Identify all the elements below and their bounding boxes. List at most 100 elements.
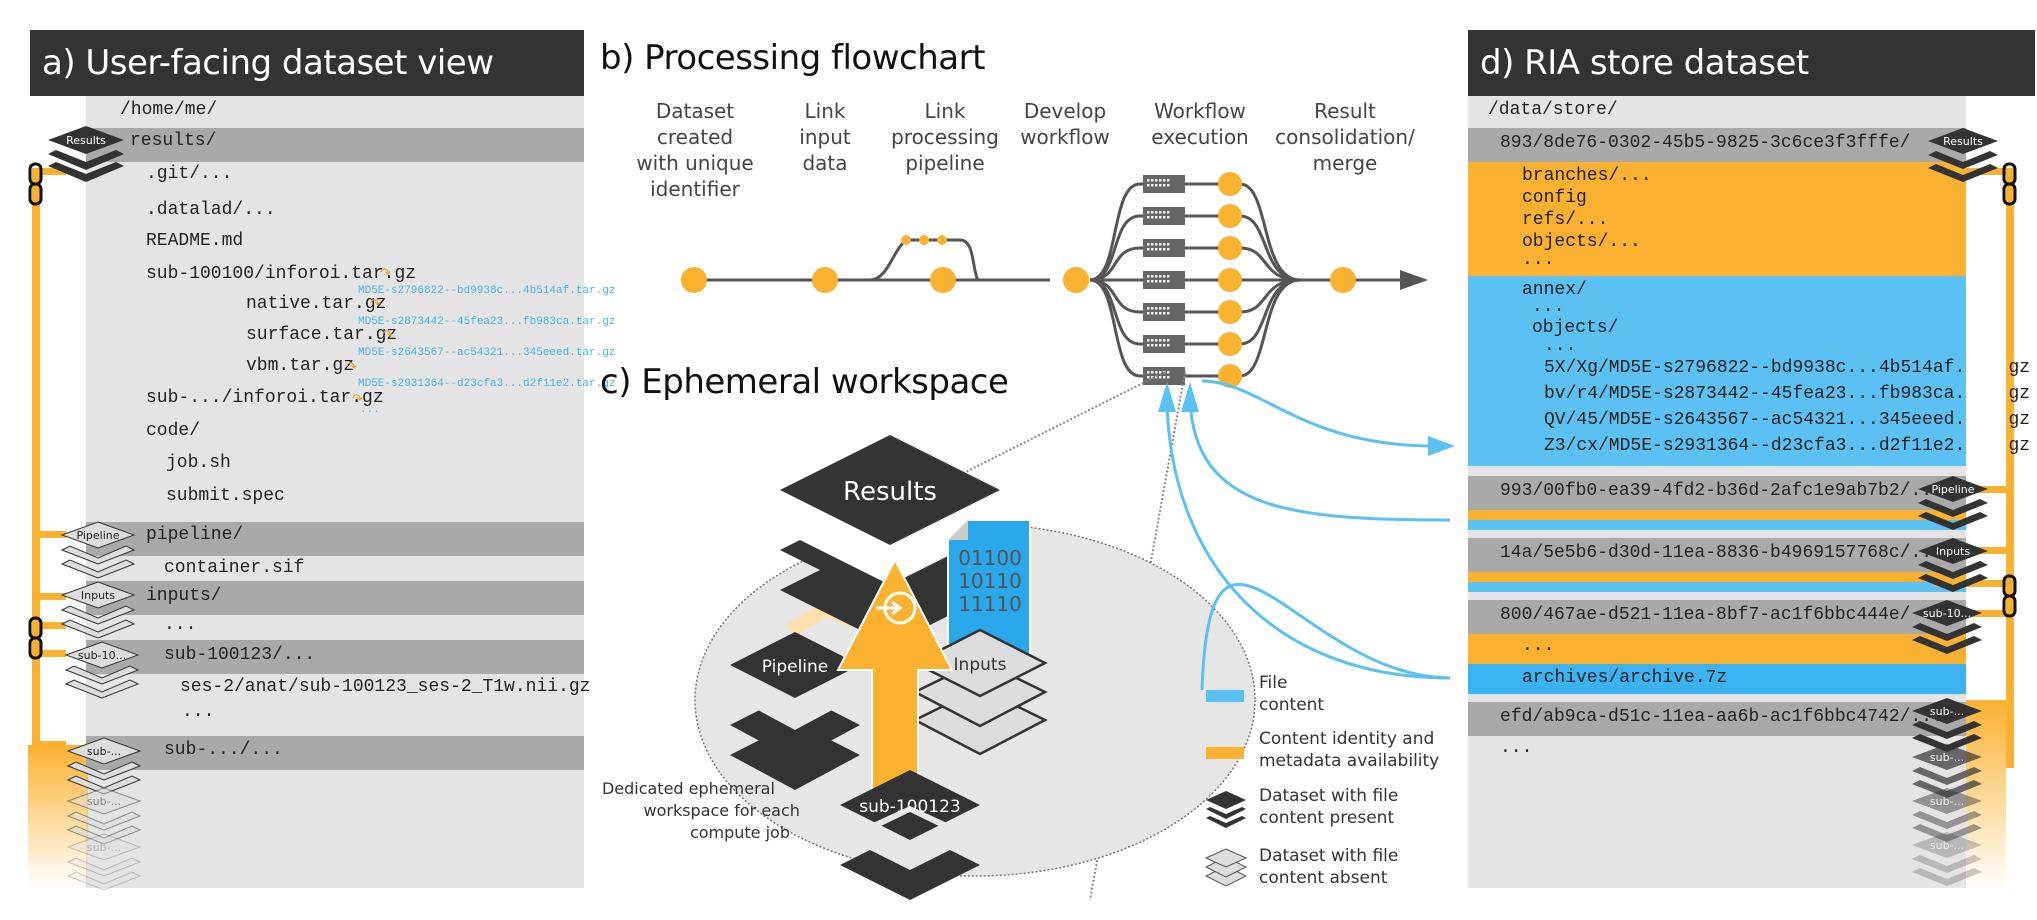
ds3-path[interactable]: 14a/5e5b6-d30d-11ea-8836-b4969157768c/..…: [1500, 543, 1943, 563]
sub-more-dataset-icon: sub-...: [1912, 698, 1982, 752]
server-led: [1147, 275, 1150, 278]
sub-more-dataset-icon: sub-...: [66, 737, 142, 795]
develop-commit: [901, 235, 911, 245]
server-led: [1163, 307, 1166, 310]
pipeline-dir[interactable]: pipeline/: [146, 525, 244, 545]
badge-sub-label: sub-10...: [1923, 607, 1971, 620]
workspace-caption: Dedicated ephemeral workspace for each c…: [602, 779, 805, 842]
entry-datalad[interactable]: .datalad/...: [146, 200, 276, 220]
ds1-path[interactable]: 893/8de76-0302-45b5-9825-3c6ce3f3fffe/: [1500, 133, 1911, 153]
server-led: [1167, 371, 1170, 374]
link-branch: [36, 593, 66, 600]
server-led: [1163, 184, 1166, 187]
sub-stack-icon: sub-100123: [840, 770, 980, 900]
server-led: [1147, 211, 1150, 214]
server-led: [1151, 280, 1154, 283]
server-led: [1163, 211, 1166, 214]
binary-line: 01100: [958, 546, 1022, 570]
server-led: [1163, 275, 1166, 278]
entry-code[interactable]: code/: [146, 421, 201, 441]
flow-branch: [869, 238, 980, 282]
annex-objects[interactable]: objects/: [1532, 318, 1619, 338]
annex-objects-dots: ...: [1544, 336, 1577, 356]
arrow-head-icon: [1181, 382, 1199, 412]
server-led: [1163, 339, 1166, 342]
inputs-dir[interactable]: inputs/: [146, 586, 222, 606]
ds4-path[interactable]: 800/467ae-d521-11ea-8bf7-ac1f6bbc444e/: [1500, 605, 1911, 625]
container-file[interactable]: container.sif: [164, 558, 305, 578]
pipeline-dataset-icon: Pipeline: [1918, 476, 1988, 530]
sub-dir[interactable]: sub-100123/...: [164, 645, 316, 665]
ds4-meta-band: [1468, 634, 1966, 664]
badge-sub-more-label: sub-...: [1930, 839, 1964, 852]
server-led: [1147, 179, 1150, 182]
entry-surface[interactable]: surface.tar.gz: [246, 325, 398, 345]
ds1-meta[interactable]: refs/...: [1522, 210, 1609, 230]
entry-sub100100[interactable]: sub-100100/inforoi.tar.gz: [146, 264, 417, 284]
annex-file[interactable]: 5X/Xg/MD5E-s2796822--bd9938c...4b514af.t…: [1544, 358, 2031, 378]
server-led: [1147, 248, 1150, 251]
server-led: [1155, 243, 1158, 246]
entry-native[interactable]: native.tar.gz: [246, 294, 387, 314]
sub-file[interactable]: ses-2/anat/sub-100123_ses-2_T1w.nii.gz: [180, 677, 591, 697]
server-led: [1159, 307, 1162, 310]
tail-dots: ...: [1500, 738, 1533, 758]
server-led: [1151, 211, 1154, 214]
symlink-icon: ↷: [352, 392, 363, 407]
legend-label: Content identity and metadata availabili…: [1259, 729, 1440, 771]
annex-key: MD5E-s2643567--ac54321...345eeed.tar.gz: [358, 347, 616, 359]
server-led: [1147, 243, 1150, 246]
inputs-stack-icon: Inputs: [912, 628, 1048, 756]
server-led: [1155, 216, 1158, 219]
ds4-band: [1468, 600, 1966, 634]
ds2-path[interactable]: 993/00fb0-ea39-4fd2-b36d-2afc1e9ab7b2/..…: [1500, 481, 1943, 501]
badge-results-label: Results: [1943, 135, 1983, 148]
input-arrow: [1200, 582, 1451, 691]
entry-readme[interactable]: README.md: [146, 231, 244, 251]
entry-sub-more[interactable]: sub-.../inforoi.tar.gz: [146, 388, 384, 408]
server-led: [1151, 344, 1154, 347]
server-led: [1163, 248, 1166, 251]
ds1-meta[interactable]: objects/...: [1522, 232, 1641, 252]
server-led: [1167, 211, 1170, 214]
flow-arrowhead-icon: [1400, 270, 1428, 290]
server-led: [1159, 312, 1162, 315]
ds5-path[interactable]: efd/ab9ca-d51c-11ea-aa6b-ac1f6bbc4742/..…: [1500, 707, 1943, 727]
dataset-present-icon: [1206, 791, 1246, 828]
step-label: Result consolidation/ merge: [1275, 99, 1415, 175]
sub-label: sub-100123: [859, 797, 960, 817]
server-led: [1155, 376, 1158, 379]
root-path: /home/me/: [120, 100, 218, 120]
sub-more-dir[interactable]: sub-.../...: [164, 740, 283, 760]
entry-submit[interactable]: submit.spec: [166, 486, 285, 506]
annex-dir[interactable]: annex/: [1522, 280, 1587, 300]
ds4-archive[interactable]: archives/archive.7z: [1522, 668, 1728, 688]
pipeline-stack-icon: Pipeline: [730, 632, 860, 790]
job-result-node: [1218, 204, 1242, 228]
sub-dataset-icon: sub-10...: [1912, 600, 1982, 654]
server-led: [1159, 280, 1162, 283]
ds2-file-strip: [1468, 520, 1966, 530]
pipeline-band: [86, 522, 584, 556]
entry-vbm[interactable]: vbm.tar.gz: [246, 356, 355, 376]
annex-file[interactable]: QV/45/MD5E-s2643567--ac54321...345eeed.t…: [1544, 410, 2031, 430]
server-led: [1155, 211, 1158, 214]
server-led: [1159, 184, 1162, 187]
entry-git[interactable]: .git/...: [146, 164, 233, 184]
inputs-band: [86, 581, 584, 615]
step-label: Link processing pipeline: [891, 99, 999, 175]
annex-file[interactable]: bv/r4/MD5E-s2873442--45fea23...fb983ca.t…: [1544, 384, 2031, 404]
job-result-node: [1218, 172, 1242, 196]
ds1-meta[interactable]: config: [1522, 188, 1587, 208]
entry-job[interactable]: job.sh: [166, 453, 231, 473]
ds1-meta[interactable]: branches/...: [1522, 166, 1652, 186]
binary-file-icon: 01100 10110 11110: [947, 519, 1031, 656]
results-dir[interactable]: results/: [130, 131, 217, 151]
annex-file[interactable]: Z3/cx/MD5E-s2931364--d23cfa3...d2f11e2.t…: [1544, 436, 2031, 456]
badge-sub-more-label: sub-...: [87, 841, 121, 854]
server-led: [1167, 275, 1170, 278]
ds4-dots: ...: [1522, 636, 1555, 656]
develop-commit: [937, 235, 947, 245]
server-led: [1159, 243, 1162, 246]
badge-sub-more-label: sub-...: [87, 795, 121, 808]
